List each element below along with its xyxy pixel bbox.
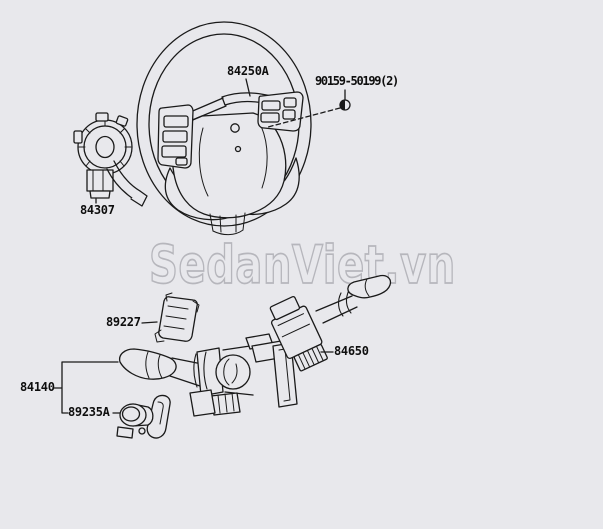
part-label-combination-switch: 84140 xyxy=(20,380,55,394)
wiper-switch-illustration xyxy=(269,274,392,372)
part-label-screw: 90159-50199(2) xyxy=(315,74,399,88)
part-label-pad-switch: 84250A xyxy=(227,64,269,78)
fog-light-switch-illustration xyxy=(116,394,171,439)
part-label-wiper-switch: 84650 xyxy=(334,344,369,358)
combination-switch-illustration xyxy=(52,333,298,417)
screw-illustration xyxy=(245,78,351,128)
part-label-bracket: 89227 xyxy=(106,315,141,329)
steering-wheel-illustration xyxy=(136,21,312,236)
watermark-text: SedanViet.vn xyxy=(148,235,456,296)
part-label-fog-light-switch: 89235A xyxy=(68,405,110,419)
spiral-cable-illustration xyxy=(73,112,148,207)
part-label-spiral-cable: 84307 xyxy=(80,203,115,217)
bracket-illustration xyxy=(141,292,200,343)
